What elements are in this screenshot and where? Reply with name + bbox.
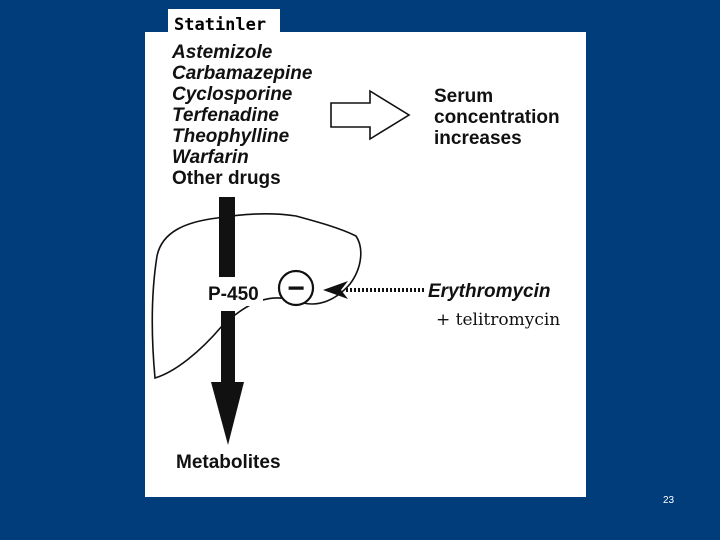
inhibition-circle <box>277 269 315 307</box>
liver-outline <box>151 213 362 380</box>
drug-item: Theophylline <box>172 126 290 147</box>
metabolites-label: Metabolites <box>176 452 281 473</box>
drug-item: Carbamazepine <box>172 63 313 84</box>
page-number: 23 <box>663 495 675 506</box>
serum-line: Serum <box>434 86 494 107</box>
inhibition-symbol: − <box>287 272 305 305</box>
drug-item: Warfarin <box>172 147 249 168</box>
serum-arrow <box>330 89 411 141</box>
inhibitor-extra-label: + telitromycin <box>436 310 561 330</box>
serum-line: concentration <box>434 107 560 128</box>
drug-item: Terfenadine <box>172 105 279 126</box>
serum-effect-text: Serum concentration increases <box>434 86 560 149</box>
drug-item: Cyclosporine <box>172 84 293 105</box>
inhibition-arrowhead <box>323 281 348 299</box>
enzyme-label: P-450 <box>204 284 263 306</box>
drug-list: Astemizole Carbamazepine Cyclosporine Te… <box>172 42 312 189</box>
drug-item: Astemizole <box>172 42 273 63</box>
other-drugs-label: Other drugs <box>172 168 281 189</box>
slide-header: Statinler <box>168 9 280 39</box>
pathway-bar-lower <box>221 311 235 383</box>
pathway-bar-upper <box>219 197 235 277</box>
serum-line: increases <box>434 128 522 149</box>
pathway-arrowhead <box>211 382 244 445</box>
inhibitor-label: Erythromycin <box>428 281 551 302</box>
